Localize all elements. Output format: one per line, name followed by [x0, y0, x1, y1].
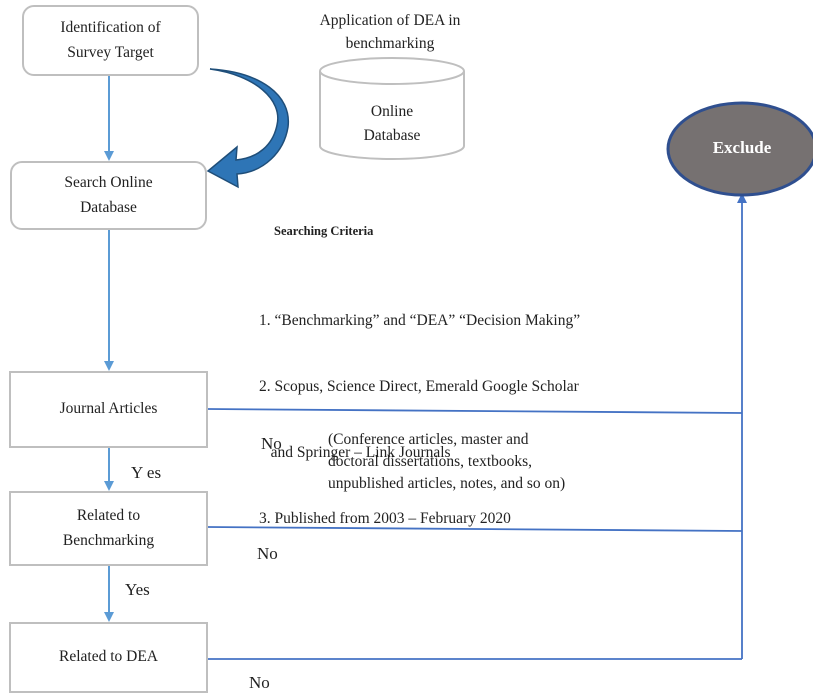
survey-target-label: Identification of Survey Target	[60, 19, 161, 61]
related-dea-label: Related to DEA	[58, 648, 158, 666]
related-benchmarking-label: Related to Benchmarking	[62, 507, 155, 549]
no-label-journal: No	[261, 434, 282, 453]
criteria-item: 3. Published from 2003 – February 2020	[259, 510, 511, 527]
survey-target-box: Identification of Survey Target	[22, 5, 199, 76]
journal-articles-label: Journal Articles	[59, 400, 158, 418]
criteria-item: and Springer – Link Journals	[259, 444, 451, 461]
criteria-title: Searching Criteria	[274, 224, 374, 238]
search-database-label: Search Online Database	[64, 174, 153, 216]
connector-journal-no	[207, 408, 743, 414]
no-label-benchmarking: No	[257, 544, 278, 563]
criteria-item: 1. “Benchmarking” and “DEA” “Decision Ma…	[259, 312, 581, 329]
related-dea-box: Related to DEA	[9, 622, 208, 693]
online-database-label: Online Database	[363, 103, 421, 145]
connector-benchmarking-no	[207, 526, 743, 532]
yes-label-benchmarking: Yes	[125, 580, 150, 599]
application-title: Application of DEA in benchmarking	[319, 12, 461, 53]
criteria-item: 2. Scopus, Science Direct, Emerald Googl…	[259, 378, 579, 395]
search-database-box: Search Online Database	[10, 161, 207, 230]
criteria-list: 1. “Benchmarking” and “DEA” “Decision Ma…	[259, 266, 580, 552]
journal-articles-box: Journal Articles	[9, 371, 208, 448]
online-database-cylinder	[319, 57, 465, 160]
curved-arrow-icon	[206, 68, 290, 189]
yes-label-journal: Y es	[131, 463, 162, 482]
exclude-label: Exclude	[712, 138, 772, 157]
exclude-node	[666, 101, 813, 197]
related-benchmarking-box: Related to Benchmarking	[9, 491, 208, 566]
no-label-dea: No	[249, 673, 270, 692]
exclusion-note: (Conference articles, master and doctora…	[328, 431, 566, 492]
